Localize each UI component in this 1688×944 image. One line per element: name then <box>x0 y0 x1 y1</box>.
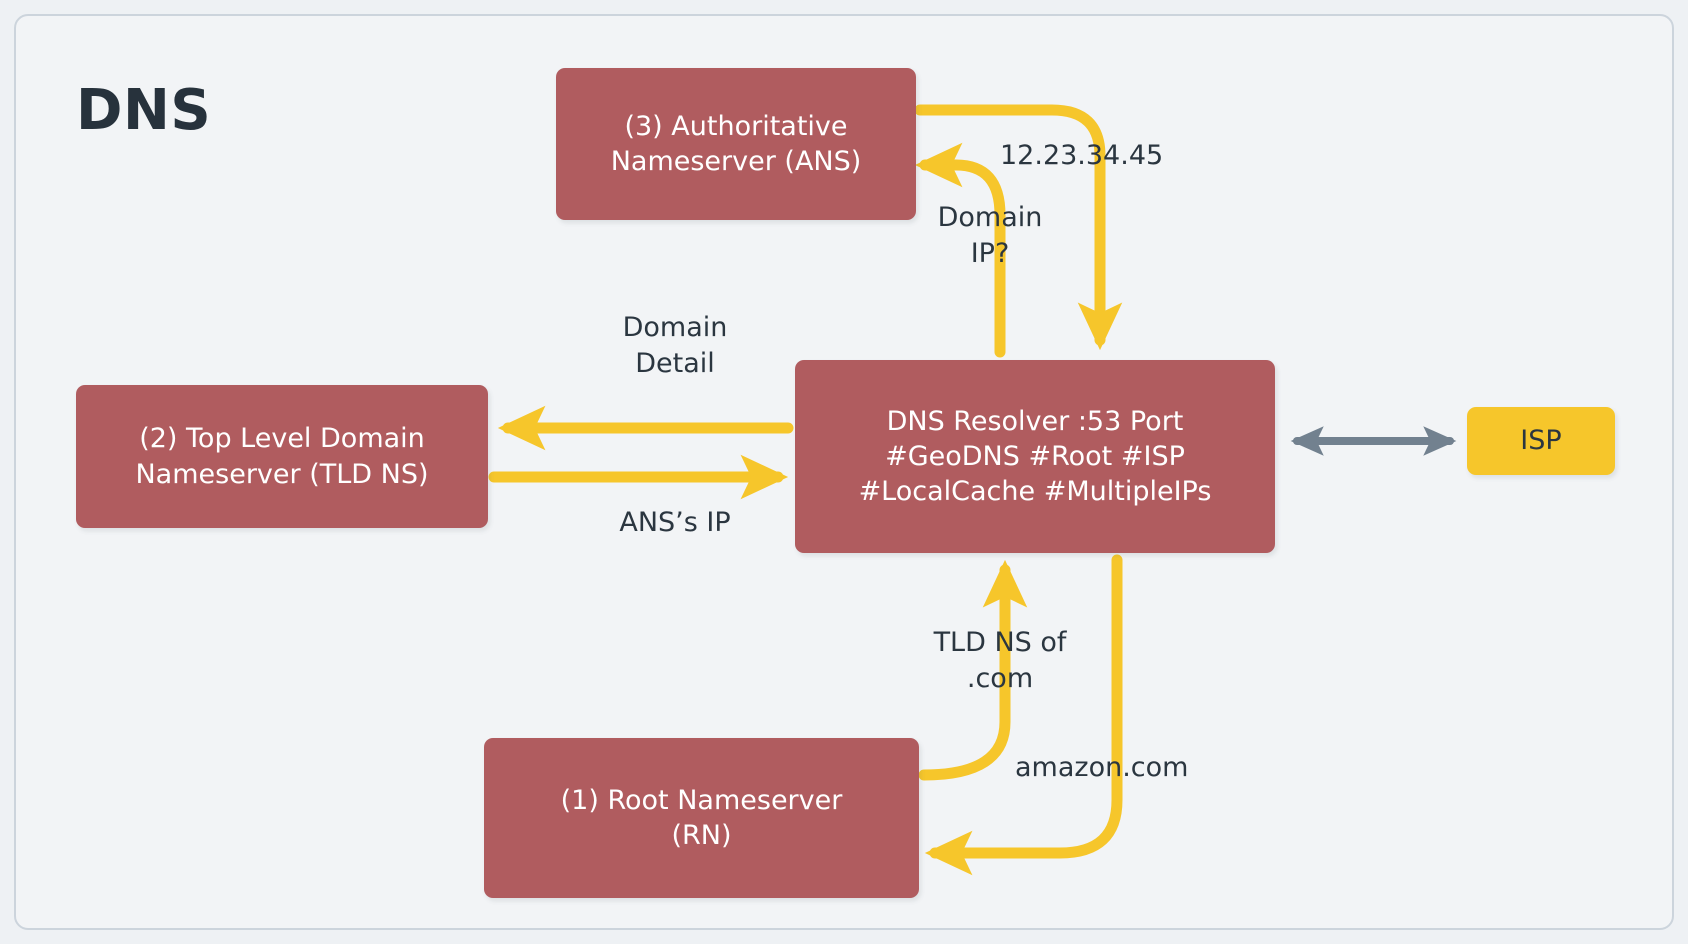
node-root-nameserver[interactable]: (1) Root Nameserver (RN) <box>484 738 919 898</box>
node-top-level-domain-nameserver[interactable]: (2) Top Level Domain Nameserver (TLD NS) <box>76 385 488 528</box>
node-isp[interactable]: ISP <box>1467 407 1615 475</box>
node-authoritative-nameserver[interactable]: (3) Authoritative Nameserver (ANS) <box>556 68 916 220</box>
node-root-nameserver-label: (1) Root Nameserver (RN) <box>560 784 843 851</box>
node-dns-resolver[interactable]: DNS Resolver :53 Port #GeoDNS #Root #ISP… <box>795 360 1275 553</box>
node-dns-resolver-label: DNS Resolver :53 Port #GeoDNS #Root #ISP… <box>858 405 1212 508</box>
node-authoritative-nameserver-label: (3) Authoritative Nameserver (ANS) <box>610 110 862 177</box>
page-title: DNS <box>76 78 212 143</box>
node-top-level-domain-nameserver-label: (2) Top Level Domain Nameserver (TLD NS) <box>135 423 429 490</box>
node-isp-label: ISP <box>1520 425 1562 457</box>
